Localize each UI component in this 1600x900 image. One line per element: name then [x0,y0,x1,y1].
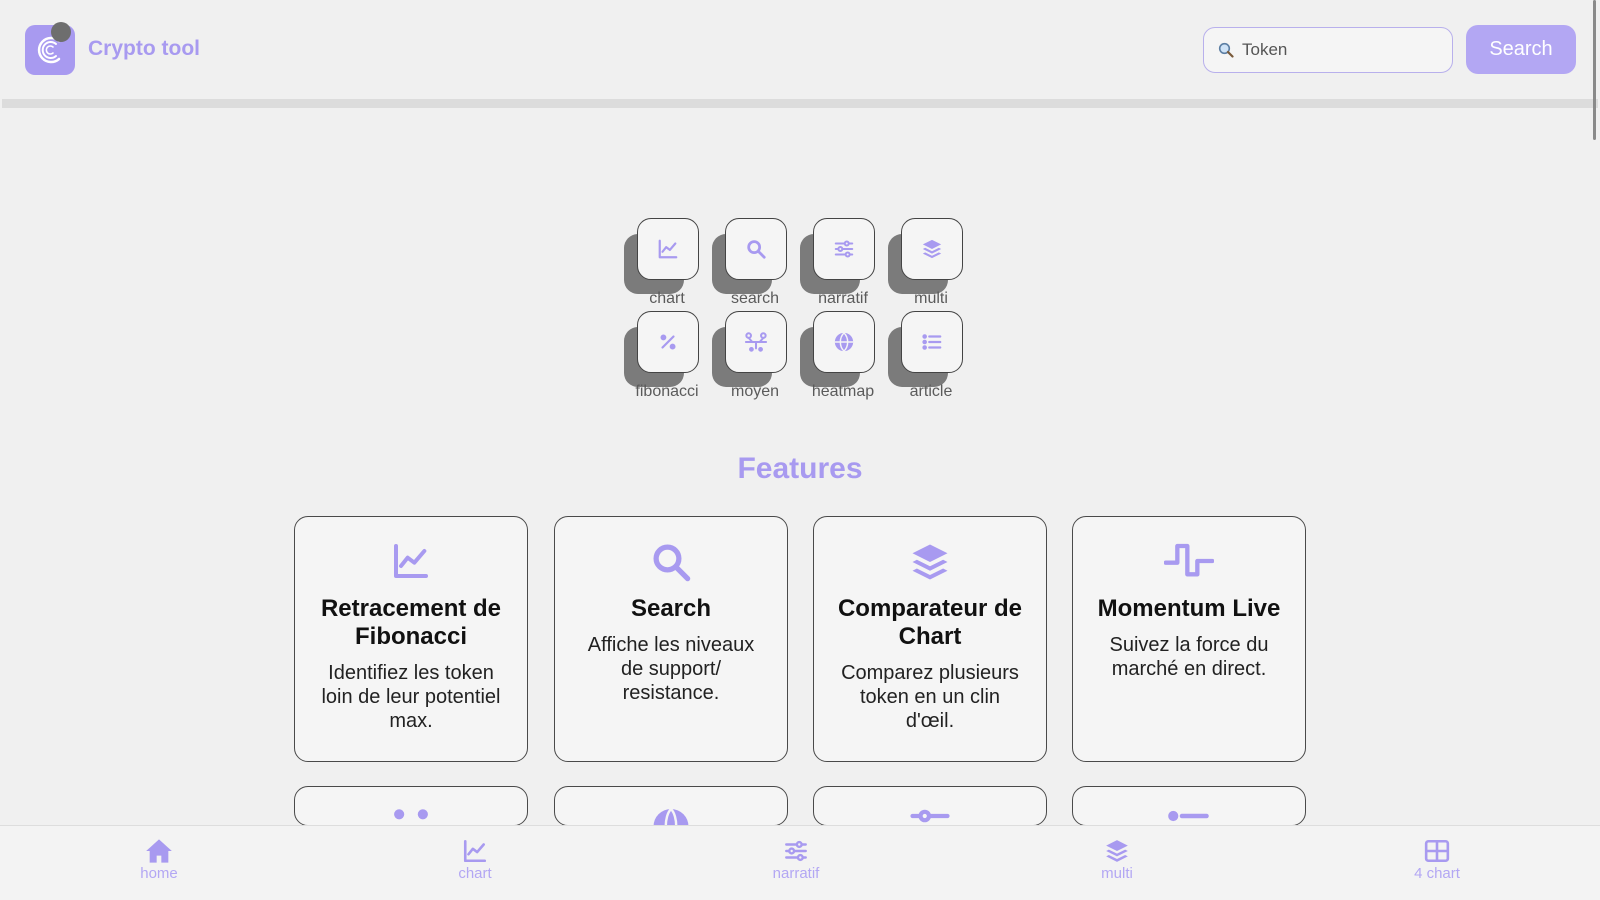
quick-link-moyen[interactable]: moyen [712,311,798,403]
sliders-icon [834,240,854,258]
sliders-icon [785,840,807,862]
quick-link-label: fibonacci [635,383,699,400]
nav-label: home [140,865,178,882]
search-icon [653,544,691,582]
header-divider [2,99,1598,108]
quick-link-label: heatmap [811,383,875,400]
nav-narratif[interactable]: narratif [736,838,856,882]
quick-tile[interactable] [901,311,963,373]
feature-card-description: Affiche les niveaux de support/ resistan… [587,634,755,704]
app-title: Crypto tool [88,37,200,60]
feature-card-momentum[interactable]: Momentum Live Suivez la force du marché … [1072,516,1306,762]
nav-label: narratif [772,865,820,882]
quick-link-label: multi [914,290,948,307]
features-heading: Features [737,452,863,485]
search-icon [1218,42,1234,58]
feature-card-description: Comparez plusieurs token en un clin d'œi… [841,662,1019,732]
list-icon [922,334,942,350]
layers-icon [912,544,948,580]
quick-link-fibonacci[interactable]: fibonacci [624,311,710,403]
grid-icon [1424,839,1450,863]
search-icon [747,240,766,259]
app-logo[interactable] [25,22,75,75]
quick-link-narratif[interactable]: narratif [800,218,886,310]
quick-link-label: search [730,290,780,307]
nav-multi[interactable]: multi [1057,838,1177,882]
quick-link-chart[interactable]: chart [624,218,710,310]
bottom-nav: home chart narratif multi 4 chart [0,825,1600,900]
layers-icon [1106,840,1128,862]
feature-card-description: Identifiez les token loin de leur potent… [321,662,501,732]
quick-tile[interactable] [725,311,787,373]
feature-card-comparateur[interactable]: Comparateur de Chart Comparez plusieurs … [813,516,1047,762]
network-icon [394,809,428,820]
home-icon [146,839,172,863]
search-box[interactable] [1203,27,1453,73]
list-icon [1168,810,1209,822]
globe-icon [653,808,689,827]
quick-tile[interactable] [901,218,963,280]
nav-home[interactable]: home [99,838,219,882]
quick-link-label: moyen [730,383,780,400]
quick-link-label: article [909,383,953,400]
scrollbar-thumb[interactable] [1593,0,1596,140]
nav-label: 4 chart [1414,865,1460,882]
quick-link-heatmap[interactable]: heatmap [800,311,886,403]
search-button[interactable]: Search [1466,25,1576,74]
wave-icon [1164,543,1214,577]
quick-tile[interactable] [725,218,787,280]
feature-card-title: Comparateur de Chart [837,595,1023,650]
feature-card-partial[interactable] [1072,786,1306,826]
feature-card-fibonacci[interactable]: Retracement de Fibonacci Identifiez les … [294,516,528,762]
feature-card-partial[interactable] [554,786,788,827]
chart-line-icon [658,239,678,259]
feature-card-title: Search [630,595,712,622]
sliders-icon [910,809,950,823]
feature-card-title: Momentum Live [1097,595,1281,622]
quick-tile[interactable] [637,311,699,373]
quick-link-label: chart [649,290,685,307]
network-icon [744,332,768,352]
quick-tile[interactable] [813,218,875,280]
quick-link-label: narratif [818,290,868,307]
feature-card-description: Suivez la force du marché en direct. [1109,634,1269,680]
nav-label: multi [1101,865,1133,882]
feature-card-partial[interactable] [294,786,528,826]
feature-card-partial[interactable] [813,786,1047,826]
percent-icon [660,334,676,350]
quick-link-search[interactable]: search [712,218,798,310]
quick-tile[interactable] [813,311,875,373]
nav-4-chart[interactable]: 4 chart [1377,838,1497,882]
nav-chart[interactable]: chart [415,838,535,882]
feature-card-search[interactable]: Search Affiche les niveaux de support/ r… [554,516,788,762]
chart-line-icon [394,544,428,578]
logo-dot [51,22,71,42]
quick-tile[interactable] [637,218,699,280]
quick-link-article[interactable]: article [888,311,974,403]
globe-icon [834,331,854,353]
layers-icon [922,239,942,259]
quick-link-multi[interactable]: multi [888,218,974,310]
nav-label: chart [458,865,492,882]
search-input[interactable] [1242,40,1442,60]
feature-card-title: Retracement de Fibonacci [320,595,502,650]
chart-line-icon [463,839,487,863]
